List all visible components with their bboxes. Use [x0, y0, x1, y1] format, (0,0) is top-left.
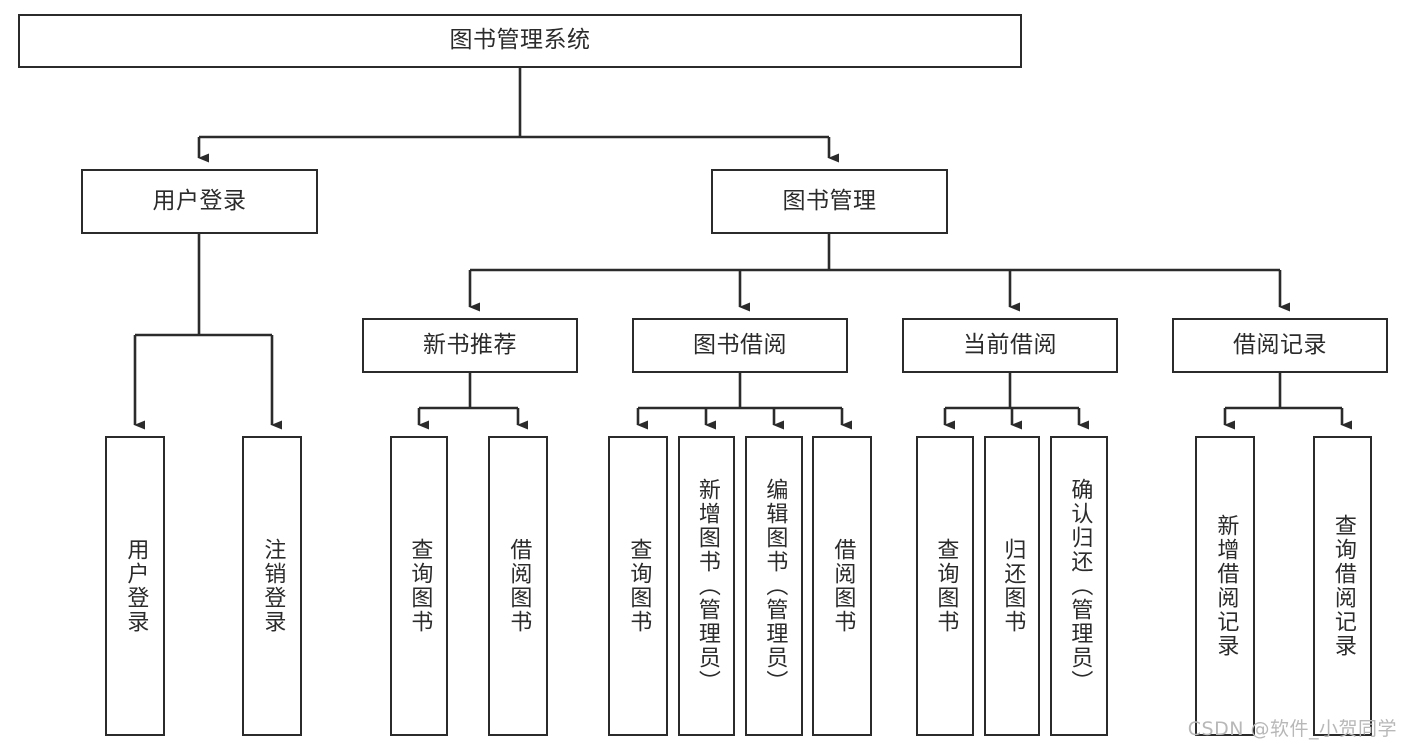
node-root[interactable]: 图书管理系统	[18, 14, 1022, 68]
node-new-book-recommend[interactable]: 新书推荐	[362, 318, 578, 373]
node-leaf-query-book-2[interactable]: 查询图书	[608, 436, 668, 736]
node-borrow-record[interactable]: 借阅记录	[1172, 318, 1388, 373]
node-borrow-record-label: 借阅记录	[1233, 331, 1327, 358]
watermark: CSDN @软件_小贺同学	[1187, 718, 1397, 740]
node-leaf-query-book-3[interactable]: 查询图书	[916, 436, 974, 736]
node-current-borrow[interactable]: 当前借阅	[902, 318, 1118, 373]
node-leaf-query-record-label: 查询借阅记录	[1330, 514, 1356, 658]
node-leaf-user-login[interactable]: 用户登录	[105, 436, 165, 736]
node-leaf-query-book-1[interactable]: 查询图书	[390, 436, 448, 736]
node-leaf-edit-book[interactable]: 编辑图书（管理员）	[745, 436, 803, 736]
node-root-label: 图书管理系统	[449, 27, 591, 54]
node-leaf-borrow-book-1[interactable]: 借阅图书	[488, 436, 548, 736]
node-leaf-edit-book-label: 编辑图书（管理员）	[762, 478, 788, 694]
node-leaf-borrow-book-2[interactable]: 借阅图书	[812, 436, 872, 736]
node-leaf-add-record-label: 新增借阅记录	[1213, 514, 1239, 658]
node-book-manage[interactable]: 图书管理	[711, 169, 948, 234]
node-user-login-label: 用户登录	[152, 187, 247, 214]
node-leaf-query-book-3-label: 查询图书	[933, 538, 959, 634]
node-leaf-query-book-2-label: 查询图书	[626, 538, 652, 634]
node-leaf-add-book-label: 新增图书（管理员）	[694, 478, 720, 694]
node-leaf-add-record[interactable]: 新增借阅记录	[1195, 436, 1255, 736]
node-leaf-user-login-label: 用户登录	[123, 538, 149, 634]
node-leaf-return-book[interactable]: 归还图书	[984, 436, 1040, 736]
node-book-borrow[interactable]: 图书借阅	[632, 318, 848, 373]
node-leaf-confirm-return-label: 确认归还（管理员）	[1067, 478, 1093, 694]
node-leaf-query-record[interactable]: 查询借阅记录	[1313, 436, 1372, 736]
node-leaf-return-book-label: 归还图书	[1000, 538, 1026, 634]
node-leaf-borrow-book-2-label: 借阅图书	[830, 538, 856, 634]
node-leaf-add-book[interactable]: 新增图书（管理员）	[678, 436, 735, 736]
node-leaf-user-logout-label: 注销登录	[260, 538, 286, 634]
node-new-book-recommend-label: 新书推荐	[423, 331, 517, 358]
node-leaf-confirm-return[interactable]: 确认归还（管理员）	[1050, 436, 1108, 736]
node-current-borrow-label: 当前借阅	[963, 331, 1057, 358]
node-leaf-user-logout[interactable]: 注销登录	[242, 436, 302, 736]
node-book-manage-label: 图书管理	[782, 187, 877, 214]
node-leaf-query-book-1-label: 查询图书	[407, 538, 433, 634]
node-book-borrow-label: 图书借阅	[693, 331, 787, 358]
node-leaf-borrow-book-1-label: 借阅图书	[506, 538, 532, 634]
node-user-login[interactable]: 用户登录	[81, 169, 318, 234]
